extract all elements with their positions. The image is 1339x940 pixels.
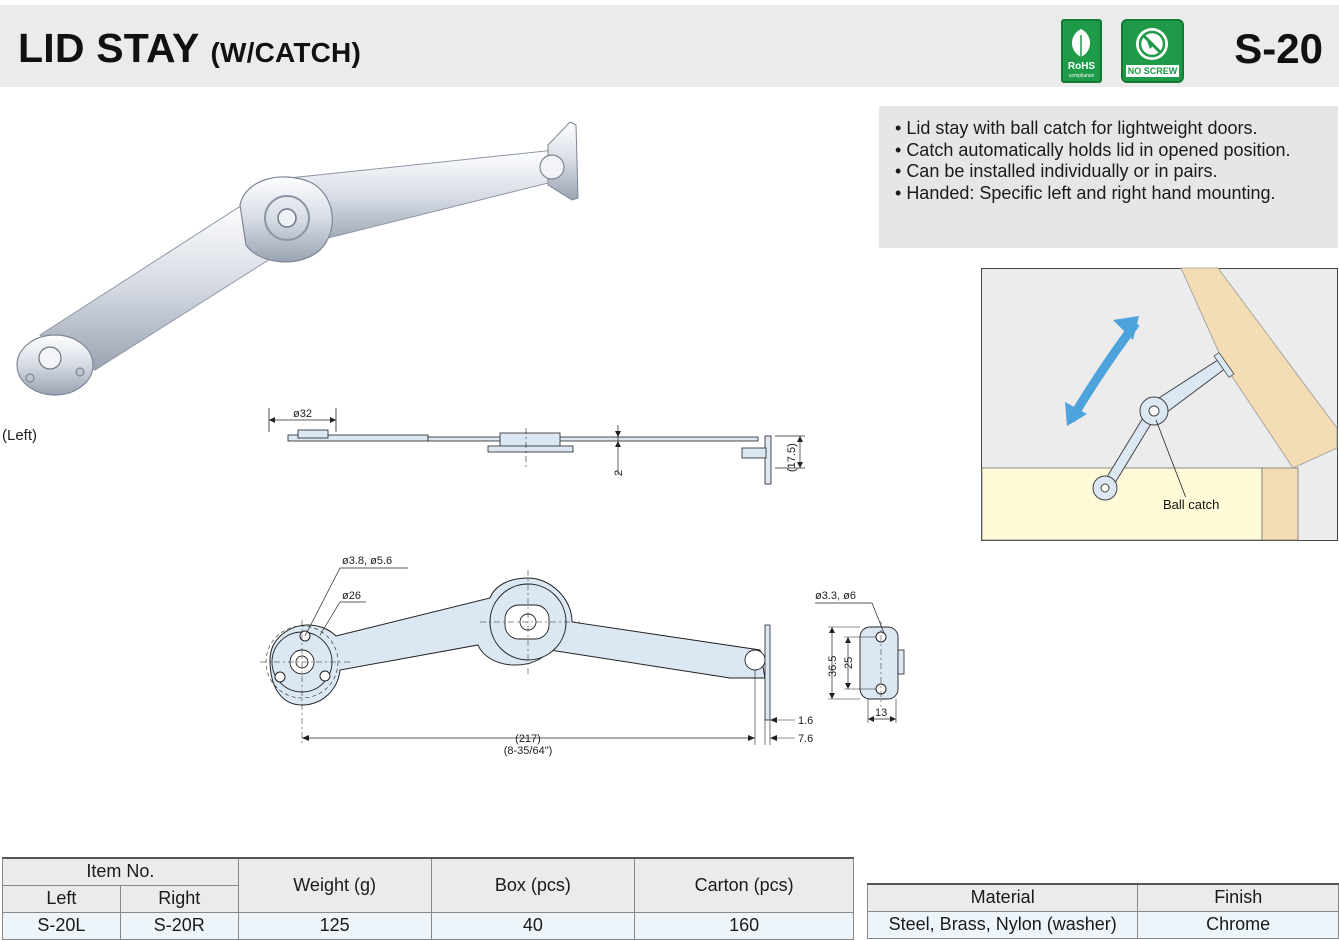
- cell-right: S-20R: [119, 911, 239, 940]
- photo-caption: (Left): [2, 427, 38, 444]
- dim-25: 25: [843, 657, 855, 669]
- no-screw-icon: [1136, 28, 1168, 60]
- rohs-label: RoHS: [1067, 61, 1096, 72]
- dim-8-35-64: (8-35/64"): [504, 745, 553, 757]
- feature-item: Can be installed individually or in pair…: [895, 161, 1338, 183]
- table-row: Steel, Brass, Nylon (washer) Chrome: [866, 910, 1339, 939]
- page-title: LID STAY (W/CATCH): [18, 25, 361, 72]
- header-weight: Weight (g): [237, 857, 432, 913]
- cell-finish: Chrome: [1137, 910, 1339, 939]
- cell-box: 40: [430, 911, 636, 940]
- header-right: Right: [119, 884, 239, 913]
- cell-carton: 160: [634, 911, 854, 940]
- title-sub: (W/CATCH): [210, 37, 362, 68]
- header-left: Left: [2, 884, 121, 913]
- feature-item: Handed: Specific left and right hand mou…: [895, 183, 1338, 205]
- leaf-icon: [1072, 29, 1090, 61]
- feature-item: Catch automatically holds lid in opened …: [895, 140, 1338, 162]
- page-header: LID STAY (W/CATCH) RoHS compliance NO SC…: [0, 5, 1339, 87]
- spec-table: Item No. Weight (g) Box (pcs) Carton (pc…: [2, 857, 854, 940]
- rohs-sub-label: compliance: [1068, 73, 1095, 79]
- header-box: Box (pcs): [430, 857, 636, 913]
- dim-3-8-5-6: ø3.8, ø5.6: [342, 555, 392, 567]
- cell-left: S-20L: [2, 911, 121, 940]
- no-screw-label: NO SCREW: [1126, 65, 1179, 77]
- dim-13: 13: [875, 707, 887, 719]
- header-carton: Carton (pcs): [634, 857, 854, 913]
- dim-1-6: 1.6: [798, 715, 813, 727]
- cell-weight: 125: [237, 911, 432, 940]
- feature-item: Lid stay with ball catch for lightweight…: [895, 118, 1338, 140]
- header-material: Material: [866, 883, 1139, 912]
- dim-26: ø26: [342, 590, 361, 602]
- table-row: S-20L S-20R 125 40 160: [2, 911, 854, 940]
- bracket-view-drawing: ø3.3, ø6 36.5 25 13: [815, 590, 905, 723]
- cell-material: Steel, Brass, Nylon (washer): [866, 910, 1139, 939]
- feature-list: Lid stay with ball catch for lightweight…: [879, 106, 1338, 248]
- side-view-drawing: ø32 2 (17.5): [268, 408, 805, 485]
- material-table: Material Finish Steel, Brass, Nylon (was…: [866, 883, 1339, 939]
- title-main: LID STAY: [18, 25, 199, 71]
- model-number: S-20: [1234, 25, 1323, 72]
- no-screw-badge: NO SCREW: [1121, 19, 1184, 83]
- header-item-no: Item No.: [2, 857, 239, 886]
- installation-illustration: [981, 267, 1338, 541]
- dim-32: ø32: [293, 408, 312, 420]
- dim-3-3-6: ø3.3, ø6: [815, 590, 856, 602]
- dim-36-5: 36.5: [827, 656, 839, 677]
- dim-17-5: (17.5): [786, 443, 798, 472]
- rohs-badge: RoHS compliance: [1061, 19, 1102, 83]
- header-finish: Finish: [1137, 883, 1339, 912]
- dim-217: (217): [515, 733, 541, 745]
- dim-7-6: 7.6: [798, 733, 813, 745]
- ball-catch-label: Ball catch: [1161, 497, 1222, 512]
- dim-2: 2: [613, 470, 625, 476]
- product-photo: [16, 121, 579, 396]
- top-view-drawing: ø3.8, ø5.6 ø26 (217) (8-35/64") 1.6 7.6: [260, 555, 813, 757]
